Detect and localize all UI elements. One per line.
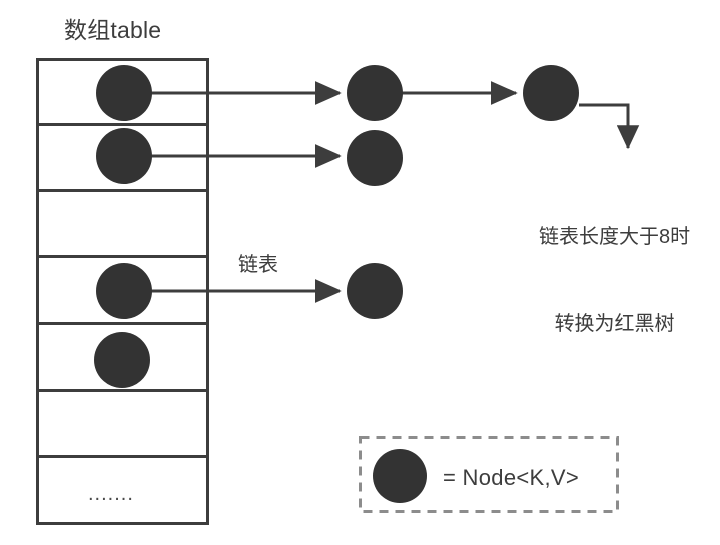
bucket-3-node-circle xyxy=(96,263,152,319)
array-ellipsis-cell: ....... xyxy=(88,483,134,505)
bucket-3-node-group xyxy=(96,263,342,319)
chain-row-0 xyxy=(347,65,640,150)
chain-label: 链表 xyxy=(238,254,278,276)
bucket-0-node-group xyxy=(96,65,342,121)
treeify-note-line2: 转换为红黑树 xyxy=(554,313,675,335)
legend-dashed-border xyxy=(359,436,619,513)
legend-node-circle xyxy=(373,449,427,503)
bucket-1-node-circle xyxy=(96,128,152,184)
treeify-elbow-arrow xyxy=(579,103,640,150)
chain-3-node-2 xyxy=(347,263,403,319)
chain-0-node-3 xyxy=(523,65,579,121)
legend-label: = Node<K,V> xyxy=(443,465,580,490)
array-title-label: 数组table xyxy=(64,17,162,43)
treeify-note-line1: 链表长度大于8时 xyxy=(539,226,691,248)
treeify-note: 链表长度大于8时 转换为红黑树 xyxy=(539,165,690,397)
chain-0-node-2 xyxy=(347,65,403,121)
chain-1-node-2 xyxy=(347,130,403,186)
bucket-1-node-group xyxy=(96,128,342,184)
legend-box xyxy=(359,436,619,513)
bucket-4-node-circle xyxy=(94,332,150,388)
bucket-0-node-circle xyxy=(96,65,152,121)
